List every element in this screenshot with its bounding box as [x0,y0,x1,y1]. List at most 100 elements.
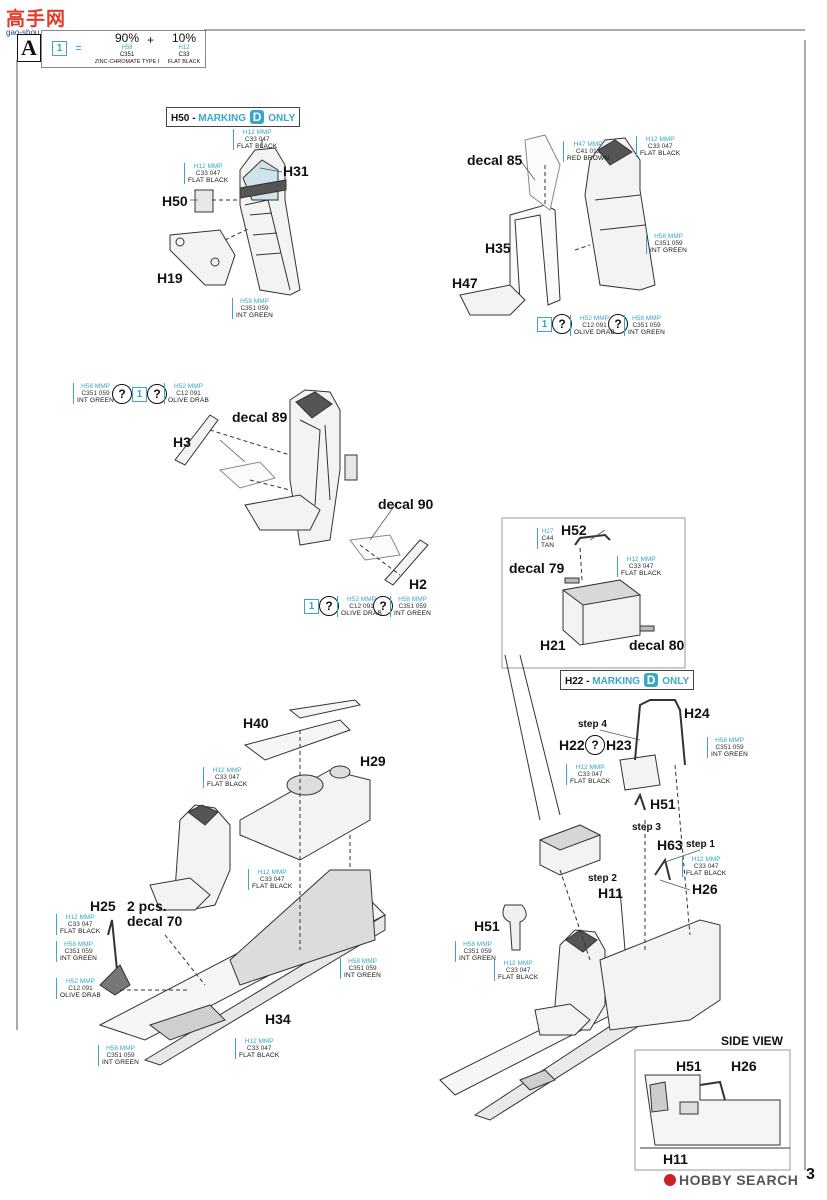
paint-name: FLAT BLACK [207,781,248,788]
marking-suffix: ONLY [268,113,296,124]
label-decal-80: decal 80 [629,637,685,653]
paint-code: H12 MMP [212,767,242,774]
paint-name: TAN [541,542,555,549]
step-letter: A [21,35,37,60]
paint-name: FLAT BLACK [570,778,611,785]
paint-c: C12 091 [582,322,607,329]
paint-code: H58 MMP [106,1045,135,1052]
paint-code: H58 MMP [715,737,744,744]
mix-pct-2-value: 10% [171,31,197,45]
logo: 高手网 gao-shou.com [6,4,68,37]
mix-legend: 1 = 90% H58 C351 ZINC-CHROMATE TYPE I + … [41,30,206,68]
paint-code: H12 MMP [65,914,95,921]
marking-box-h22: H22 - MARKING D ONLY [560,670,695,690]
paint-name: OLIVE DRAB [574,329,616,336]
paint-code: H58 MMP [463,941,492,948]
paint-code: H12 MMP [691,856,721,863]
hobby-search-text: HOBBY SEARCH [679,1172,799,1188]
question-top-right-1: ? [552,314,572,334]
marking-letter: D [643,673,659,687]
paint-int-green: H58 MMP C351 059 INT GREEN [56,941,100,962]
paint-c: C44 [541,535,554,542]
paint-name: INT GREEN [650,247,688,254]
mix-box-h2: 1 [304,599,319,614]
paint-int-green: H58 MMP C351 059 INT GREEN [707,737,751,758]
marking-box-h50: H50 - MARKING D ONLY [166,107,301,127]
label-decal-70: decal 70 [127,913,183,929]
paint-flat-black: H12 MMP C33 047 FLAT BLACK [233,129,280,150]
paint-red-brown: H47 MMP C41 012 RED BROWN [563,141,612,162]
paint-name: INT GREEN [77,397,115,404]
paint-code: H12 MMP [193,163,223,170]
question-middle-1: ? [112,384,132,404]
mix-pct-1-code: H58 [121,45,133,51]
paint-name: FLAT BLACK [498,974,539,981]
paint-c: C351 059 [398,603,427,610]
mix-pct-2-name: FLAT BLACK [167,59,201,65]
marking-suffix: ONLY [662,676,690,687]
seat-frame-top-left [169,140,301,296]
paint-c: C33 047 [195,170,221,177]
marking-word: MARKING [592,676,641,687]
step-letter-box: A [17,34,41,62]
label-decal-90: decal 90 [378,496,434,512]
paint-name: OLIVE DRAB [341,610,383,617]
label-h63: H63 [657,837,683,853]
paint-flat-black: H12 MMP C33 047 FLAT BLACK [566,764,613,785]
paint-code: H12 MMP [503,960,533,967]
paint-code: H58 MMP [81,383,110,390]
paint-c: C33 047 [214,774,240,781]
paint-c: C41 012 [575,148,601,155]
paint-code: H58 MMP [632,315,661,322]
label-h51-b: H51 [474,918,500,934]
paint-name: FLAT BLACK [239,1052,280,1059]
label-h19: H19 [157,270,183,286]
paint-code: H12 MMP [242,129,272,136]
paint-c: C351 059 [240,305,269,312]
label-step-2: step 2 [588,873,617,884]
label-h40: H40 [243,715,269,731]
paint-name: INT GREEN [628,329,666,336]
paint-name: FLAT BLACK [621,570,662,577]
mix-pct-1-name: ZINC-CHROMATE TYPE I [94,59,160,65]
label-h29: H29 [360,753,386,769]
mix-pct-2-c: C33 [178,52,190,58]
question-top-right-2: ? [608,314,628,334]
paint-c: C12 091 [176,390,201,397]
paint-c: C33 047 [244,136,270,143]
label-h24: H24 [684,705,710,721]
marking-prefix: H50 - [171,113,196,124]
paint-c: C33 047 [628,563,654,570]
paint-c: C351 059 [632,322,661,329]
label-h3: H3 [173,434,191,450]
label-h2: H2 [409,576,427,592]
paint-name: INT GREEN [711,751,749,758]
paint-tan: H27 C44 TAN [537,528,557,549]
paint-int-green: H58 MMP C351 059 INT GREEN [455,941,499,962]
paint-name: FLAT BLACK [188,177,229,184]
paint-flat-black: H12 MMP C33 047 FLAT BLACK [203,767,250,788]
paint-code: H12 MMP [575,764,605,771]
mix-pct-2-code: H12 [178,45,190,51]
paint-c: C33 047 [67,921,93,928]
mix-pct-2: 10% H12 C33 FLAT BLACK [160,31,208,66]
label-2-pcs: 2 pcs. [127,898,167,914]
paint-name: FLAT BLACK [686,870,727,877]
label-h26-b: H26 [731,1058,757,1074]
label-decal-89: decal 89 [232,409,288,425]
marking-letter: D [249,110,265,124]
paint-code: H12 MMP [626,556,656,563]
paint-c: C33 047 [577,771,603,778]
label-h25: H25 [90,898,116,914]
paint-code: H58 MMP [398,596,427,603]
paint-code: H58 MMP [348,958,377,965]
label-step-1: step 1 [686,839,715,850]
paint-code: H12 MMP [645,136,675,143]
mix-box-middle: 1 [132,387,147,402]
battery-box-frame [501,517,686,669]
paint-int-green: H58 MMP C351 059 INT GREEN [98,1045,142,1066]
label-decal-79: decal 79 [509,560,565,576]
paint-flat-black: H12 MMP C33 047 FLAT BLACK [617,556,664,577]
paint-flat-black: H12 MMP C33 047 FLAT BLACK [494,960,541,981]
label-h51-a: H51 [650,796,676,812]
